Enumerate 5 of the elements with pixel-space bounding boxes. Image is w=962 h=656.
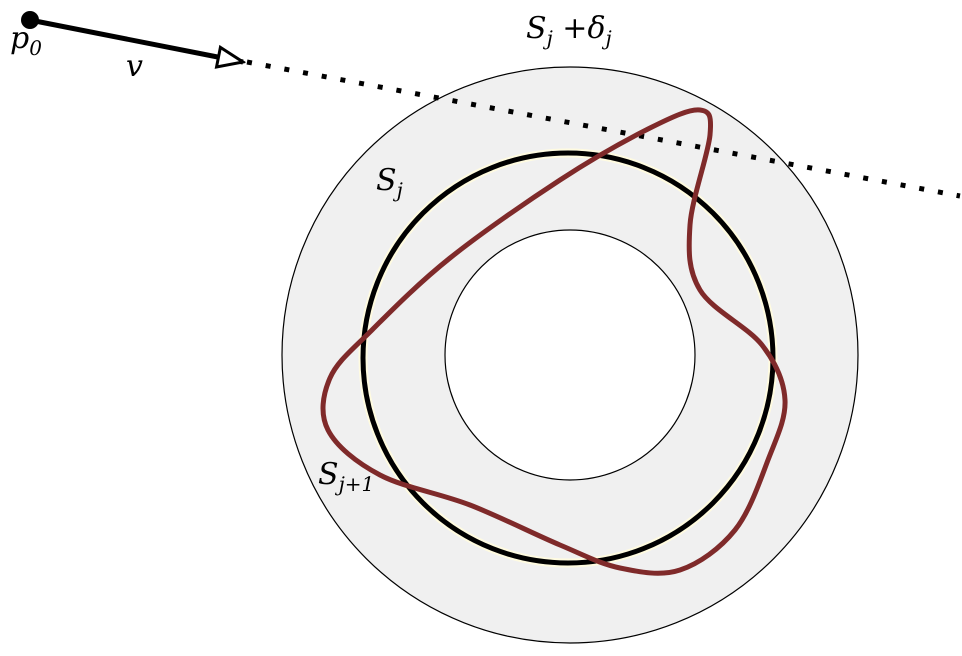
math-label: S$_{j+1}$ [318,460,374,494]
math-label: v [126,52,143,82]
math-label: p$_{0}$ [10,24,42,58]
math-label: S$_{j}$ [376,166,403,200]
math-label: S$_{j}$ +δ$_{j}$ [526,14,612,48]
